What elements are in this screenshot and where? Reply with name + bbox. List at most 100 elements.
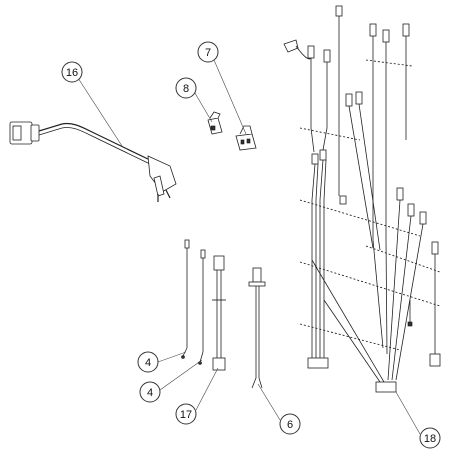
harness-bundle-4 (323, 159, 327, 360)
cord-plug-pin-2 (165, 189, 171, 199)
callout-4a-circle (137, 351, 159, 373)
leader-lines (77, 59, 421, 435)
harness-fan-5 (323, 299, 381, 383)
harness-bundle-1 (311, 163, 316, 360)
connector-7-body (235, 133, 257, 151)
cord-socket-face (12, 125, 22, 141)
callout-17-label: 17 (180, 409, 192, 421)
callout-18-circle (419, 427, 441, 449)
callout-8: 8 (175, 77, 197, 99)
callout-7: 7 (197, 41, 219, 63)
harness-wire-e (310, 58, 315, 153)
harness-mid-connector-1 (345, 93, 353, 107)
harness-wire-b (372, 36, 384, 349)
wire-4b-terminal (200, 249, 206, 259)
harness-fan-6 (311, 259, 385, 383)
wire-part-17 (212, 255, 226, 371)
leader-18 (395, 391, 421, 435)
sensor-6-flange (248, 281, 266, 287)
wire-17-connector (213, 255, 225, 271)
callout-18: 18 (419, 427, 441, 449)
harness-bundle-3 (319, 159, 324, 360)
harness-wire-c (385, 42, 388, 355)
callout-4b: 4 (139, 381, 161, 403)
harness-wire-h (358, 103, 381, 251)
harness-bottom-connector-left (307, 357, 329, 369)
callout-4a: 4 (137, 351, 159, 373)
wire-17-lower-connector (212, 357, 226, 371)
harness-mid-connector-3 (311, 153, 319, 165)
leader-16 (77, 77, 123, 147)
callout-8-label: 8 (183, 83, 189, 95)
harness-top-connector-5 (307, 45, 315, 59)
harness-top-connector-6 (323, 49, 331, 63)
harness-right-connector-4 (431, 241, 439, 255)
wire-part-4a (181, 239, 190, 359)
sensor-6-ends (251, 377, 263, 389)
leader-7 (213, 59, 247, 135)
harness-tie-1 (299, 127, 361, 141)
cord-strain-relief (30, 124, 40, 142)
leader-6 (257, 383, 281, 421)
callout-4b-circle (139, 381, 161, 403)
wiring-harness-part-18 (283, 5, 441, 393)
power-cord-part (9, 121, 177, 202)
leader-4a (157, 351, 187, 363)
harness-fan-3 (395, 223, 424, 381)
callout-4b-label: 4 (147, 387, 153, 399)
callout-7-circle (197, 41, 219, 63)
wire-4a-terminal (184, 239, 190, 249)
harness-right-connector-3 (419, 211, 427, 225)
connector-7-top (239, 125, 253, 135)
wire-4b-end (199, 351, 204, 363)
harness-fan-1 (387, 199, 401, 381)
harness-top-connector-1 (335, 5, 343, 17)
connector-part-7 (235, 125, 257, 151)
wire-4a-tip (181, 355, 185, 359)
callout-16-circle (61, 61, 83, 83)
sensor-6-body (252, 267, 262, 283)
cord-plug-cap (153, 175, 165, 197)
connector-7-hole-1 (240, 139, 245, 145)
callout-8-circle (175, 77, 197, 99)
harness-top-connector-2 (369, 23, 377, 37)
harness-tie-3 (299, 199, 421, 237)
harness-bottom-connector-right (375, 381, 397, 393)
connector-7-hole-2 (246, 138, 251, 144)
harness-tie-6 (299, 323, 401, 351)
connector-8-top (209, 111, 221, 119)
cord-cable-edge (38, 127, 151, 165)
leader-4b (159, 359, 203, 391)
connector-8-hole (210, 125, 216, 131)
harness-wire-g (348, 105, 374, 249)
wire-4a-end (182, 347, 188, 357)
callout-18-label: 18 (424, 433, 436, 445)
harness-bundle-2 (315, 163, 319, 360)
leader-17 (195, 367, 219, 411)
cord-cable (38, 122, 151, 161)
harness-top-connector-3 (382, 29, 390, 43)
callout-16-label: 16 (66, 67, 78, 79)
callout-6-circle (279, 413, 301, 435)
callout-17: 17 (175, 403, 197, 425)
callout-17-circle (175, 403, 197, 425)
harness-right-connector-5 (429, 353, 441, 367)
callout-6: 6 (279, 413, 301, 435)
cord-plug-body (147, 155, 177, 193)
wire-part-4b (198, 249, 206, 365)
callout-7-label: 7 (205, 47, 211, 59)
callout-6-label: 6 (287, 419, 293, 431)
harness-fan-2 (391, 215, 412, 381)
harness-right-connector-2 (407, 203, 415, 217)
harness-wire-f (322, 62, 328, 151)
harness-top-connector-4 (402, 23, 410, 37)
leader-8 (191, 87, 213, 123)
harness-mid-connector-2 (355, 91, 363, 105)
callout-4a-label: 4 (145, 357, 151, 369)
sensor-part-6 (248, 267, 266, 389)
callout-16: 16 (61, 61, 83, 83)
harness-right-connector-1 (396, 187, 404, 201)
harness-mid-connector-4 (319, 149, 327, 161)
harness-small-connector (339, 195, 347, 205)
